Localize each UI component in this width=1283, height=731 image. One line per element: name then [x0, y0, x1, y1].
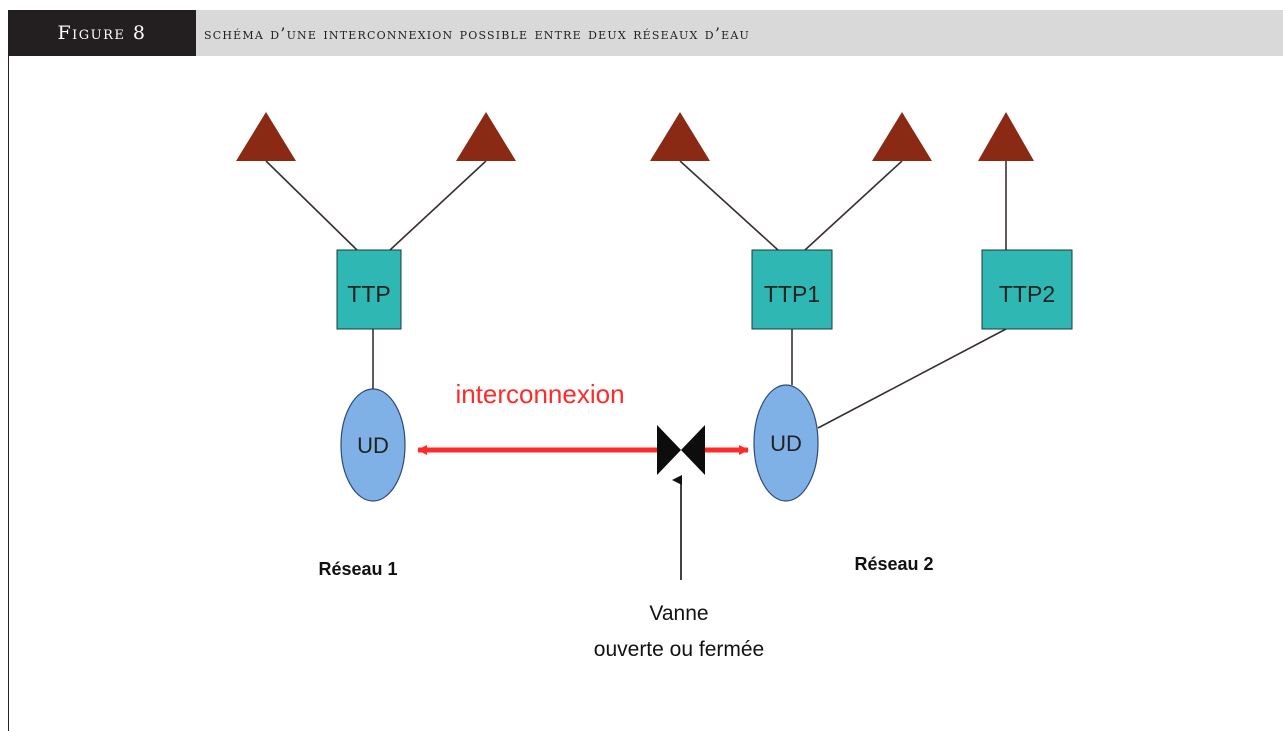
ttp1-label: TTP1	[764, 281, 820, 307]
figure-frame	[8, 10, 1283, 731]
ttp-label: TTP	[347, 281, 390, 307]
valve-icon	[657, 425, 705, 475]
source-triangle	[236, 112, 296, 161]
interconnection-label: interconnexion	[455, 379, 624, 409]
figure-header: Figure 8 schéma d’une interconnexion pos…	[8, 10, 1283, 56]
distribution-unit-1: UD	[340, 388, 406, 502]
connection-lines	[265, 160, 1007, 429]
treatment-box-ttp: TTP	[336, 249, 402, 330]
source-triangle	[978, 112, 1034, 161]
link-source1-ttp	[265, 160, 358, 251]
figure-title: schéma d’une interconnexion possible ent…	[204, 23, 750, 43]
treatment-box-ttp2: TTP2	[981, 249, 1073, 330]
network1-caption: Réseau 1	[318, 559, 397, 579]
source-triangle	[456, 112, 516, 161]
valve-label-line1: Vanne	[649, 602, 708, 625]
figure-number: Figure 8	[8, 10, 196, 56]
source-triangle	[872, 112, 932, 161]
ud1-label: UD	[357, 433, 389, 458]
source-triangles	[236, 112, 1034, 161]
link-source2-ttp	[389, 160, 487, 251]
source-triangle	[650, 112, 710, 161]
network2-caption: Réseau 2	[854, 554, 933, 574]
valve-label-line2: ouverte ou fermée	[594, 638, 764, 661]
link-source4-ttp1	[804, 160, 903, 251]
ttp2-label: TTP2	[999, 281, 1055, 307]
treatment-box-ttp1: TTP1	[751, 249, 833, 330]
ud2-label: UD	[770, 431, 802, 456]
link-source3-ttp1	[679, 160, 779, 251]
link-ttp2-ud2	[817, 328, 1007, 429]
distribution-unit-2: UD	[753, 384, 819, 502]
